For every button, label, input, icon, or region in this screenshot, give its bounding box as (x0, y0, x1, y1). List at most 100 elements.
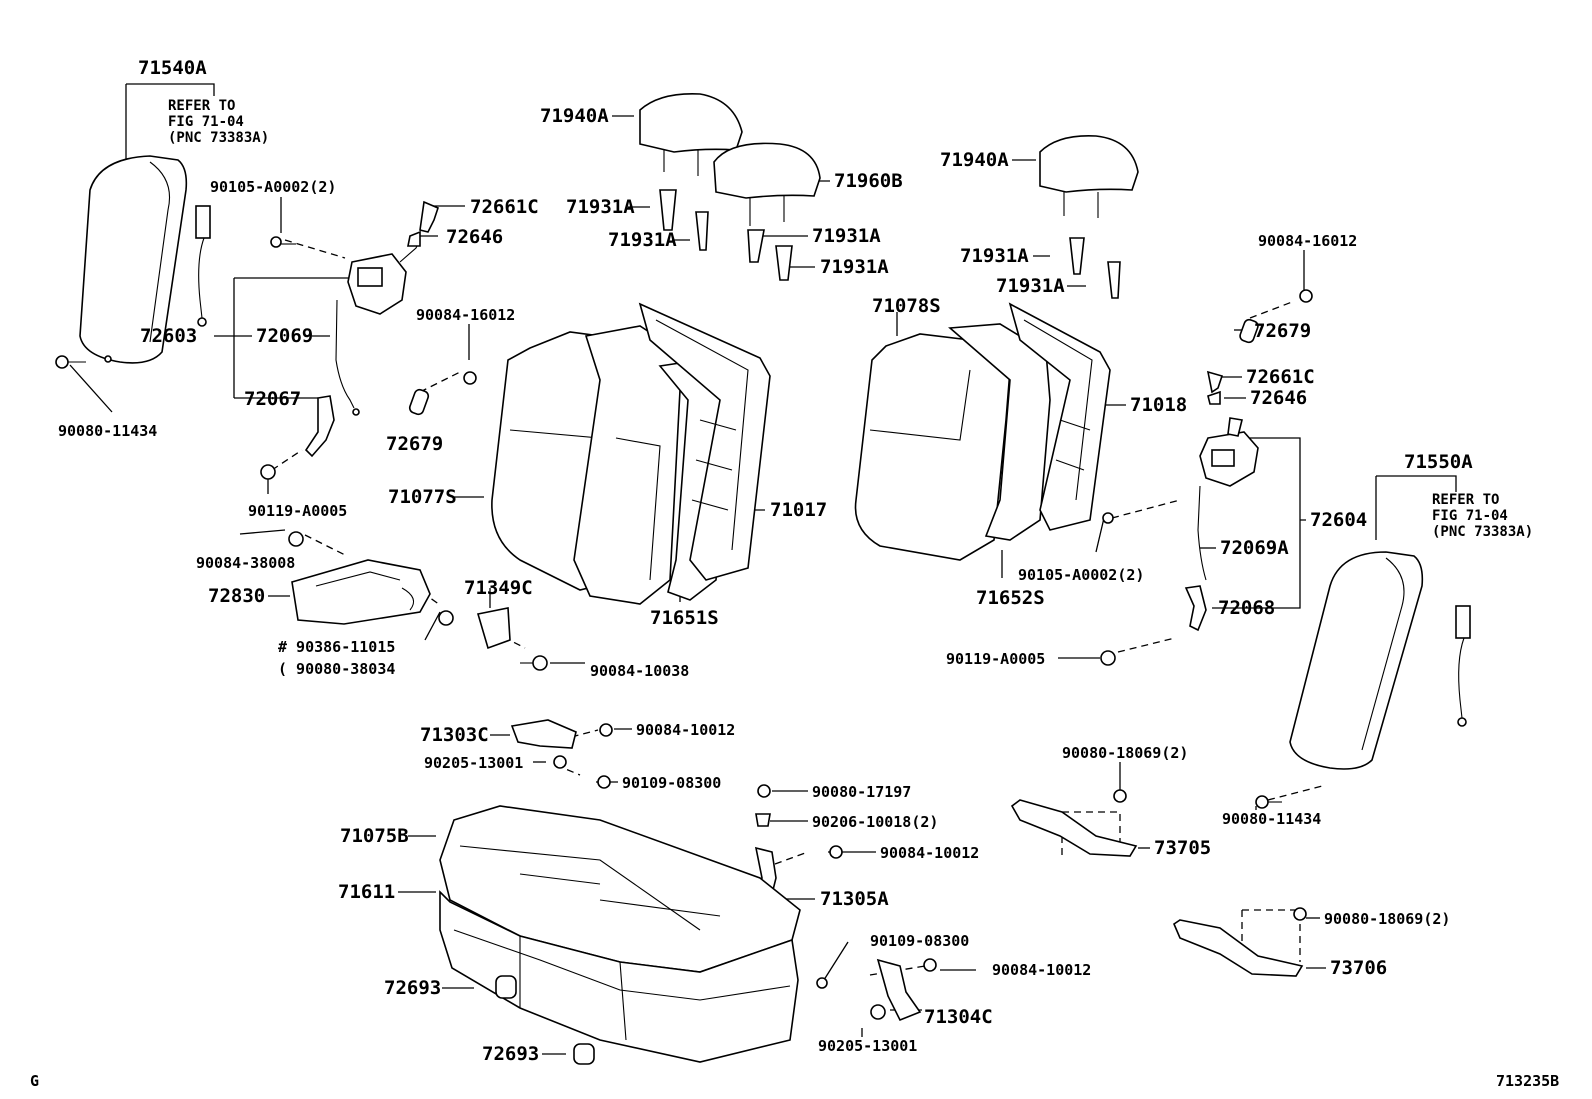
label-71931A-1: 71931A (566, 196, 635, 218)
label-71304C: 71304C (924, 1006, 993, 1028)
label-71652S: 71652S (976, 587, 1045, 609)
nut-90080-17197 (757, 784, 771, 798)
label-71018: 71018 (1130, 394, 1187, 416)
label-90084-10012-2: 90084-10012 (880, 844, 979, 862)
bezel-72646-right (1207, 390, 1221, 405)
support-71931A-1 (659, 189, 677, 231)
cover-72679-left (408, 388, 430, 416)
label-90109-08300-1: 90109-08300 (622, 774, 721, 792)
clip-90206-10018 (755, 813, 771, 827)
headrest-71940A-right (1039, 135, 1139, 218)
bolt-90084-16012-left (463, 371, 477, 385)
label-71349C: 71349C (464, 577, 533, 599)
diagram-code: 713235B (1496, 1072, 1559, 1090)
lever-72068 (1184, 585, 1207, 632)
headrest-71940A-left (639, 93, 743, 176)
label-72646-left: 72646 (446, 226, 503, 248)
side-panel-left (79, 155, 188, 364)
label-72604: 72604 (1310, 509, 1367, 531)
support-71931A-4 (775, 245, 793, 281)
hinge-71303C (510, 719, 577, 749)
bolt-90080-11434-left (55, 355, 86, 369)
label-71303C: 71303C (420, 724, 489, 746)
knob-72661C-right (1206, 370, 1224, 394)
label-90080-11434-left: 90080-11434 (58, 422, 157, 440)
label-90084-16012-left: 90084-16012 (416, 306, 515, 324)
label-72693-1: 72693 (384, 977, 441, 999)
label-90084-10038: 90084-10038 (590, 662, 689, 680)
label-72661C-right: 72661C (1246, 366, 1315, 388)
hinge-71304C (876, 958, 922, 1022)
bolt-90105-left (270, 236, 282, 248)
cover-72679-right (1239, 318, 1259, 344)
label-90084-16012-right: 90084-16012 (1258, 232, 1357, 250)
part-labels: 71540A REFER TO FIG 71-04 (PNC 73383A) 9… (30, 57, 1559, 1090)
label-90080-38034: ( 90080-38034 (278, 660, 395, 678)
label-90105-A0002-right: 90105-A0002(2) (1018, 566, 1144, 584)
label-71651S: 71651S (650, 607, 719, 629)
label-90080-17197: 90080-17197 (812, 783, 911, 801)
bolt-90119-left (260, 464, 276, 480)
bolt-90119-right (1100, 650, 1116, 666)
label-72069A: 72069A (1220, 537, 1289, 559)
label-90084-10012-1: 90084-10012 (636, 721, 735, 739)
label-71960B: 71960B (834, 170, 903, 192)
note-right-line-2: FIG 71-04 (1432, 508, 1508, 524)
label-71940A-left: 71940A (540, 105, 609, 127)
armrest-72830 (291, 559, 431, 625)
label-71075B: 71075B (340, 825, 409, 847)
label-71540A: 71540A (138, 57, 207, 79)
grommet-90084-38008 (288, 531, 304, 547)
label-72069: 72069 (256, 325, 313, 347)
label-72693-2: 72693 (482, 1043, 539, 1065)
note-right-line-1: REFER TO (1432, 492, 1499, 508)
plate-73705 (1010, 799, 1138, 857)
label-90386-11015: # 90386-11015 (278, 638, 395, 656)
label-72067: 72067 (244, 388, 301, 410)
label-90109-08300-2: 90109-08300 (870, 932, 969, 950)
label-71611: 71611 (338, 881, 395, 903)
label-72679-left: 72679 (386, 433, 443, 455)
support-71931A-3 (747, 229, 765, 263)
side-panel-clip-right (1455, 605, 1471, 639)
label-90084-38008: 90084-38008 (196, 554, 295, 572)
label-90105-A0002-left: 90105-A0002(2) (210, 178, 336, 196)
parts-drawings (55, 93, 1471, 1065)
label-71077S: 71077S (388, 486, 457, 508)
label-72830: 72830 (208, 585, 265, 607)
side-panel-clip-left (195, 205, 211, 239)
bezel-72646-left (407, 230, 421, 247)
label-71931A-2: 71931A (608, 229, 677, 251)
headrest-71960B (713, 142, 821, 226)
bracket-71349C (476, 607, 511, 650)
support-71931A-5 (1069, 237, 1085, 275)
note-left-line-2: FIG 71-04 (168, 114, 244, 130)
label-71931A-3: 71931A (812, 225, 881, 247)
label-90080-18069-b: 90080-18069(2) (1324, 910, 1450, 928)
label-90080-18069-a: 90080-18069(2) (1062, 744, 1188, 762)
label-90119-A0005-left: 90119-A0005 (248, 502, 347, 520)
bolt-90084-10038 (532, 655, 548, 671)
bolt-90084-16012-right (1299, 289, 1313, 303)
label-71931A-5: 71931A (960, 245, 1029, 267)
seat-cushion-frame-71611 (439, 890, 799, 1063)
seatback-71078S (854, 333, 1011, 561)
seatback-frame-71018 (1008, 302, 1111, 531)
label-90119-A0005-right: 90119-A0005 (946, 650, 1045, 668)
label-90205-13001-2: 90205-13001 (818, 1037, 917, 1055)
bolt-90080-11434-right (1255, 795, 1282, 809)
knob-72661C-left (419, 200, 439, 233)
label-90205-13001-1: 90205-13001 (424, 754, 523, 772)
note-right-line-3: (PNC 73383A) (1432, 524, 1533, 540)
label-72661C-left: 72661C (470, 196, 539, 218)
label-72679-right: 72679 (1254, 320, 1311, 342)
bushing-90386-11015 (438, 610, 454, 626)
label-71305A: 71305A (820, 888, 889, 910)
lever-72067 (304, 395, 335, 458)
support-71931A-2 (695, 211, 709, 251)
note-left-line-1: REFER TO (168, 98, 235, 114)
label-72646-right: 72646 (1250, 387, 1307, 409)
label-71931A-6: 71931A (996, 275, 1065, 297)
note-left-line-3: (PNC 73383A) (168, 130, 269, 146)
label-71931A-4: 71931A (820, 256, 889, 278)
